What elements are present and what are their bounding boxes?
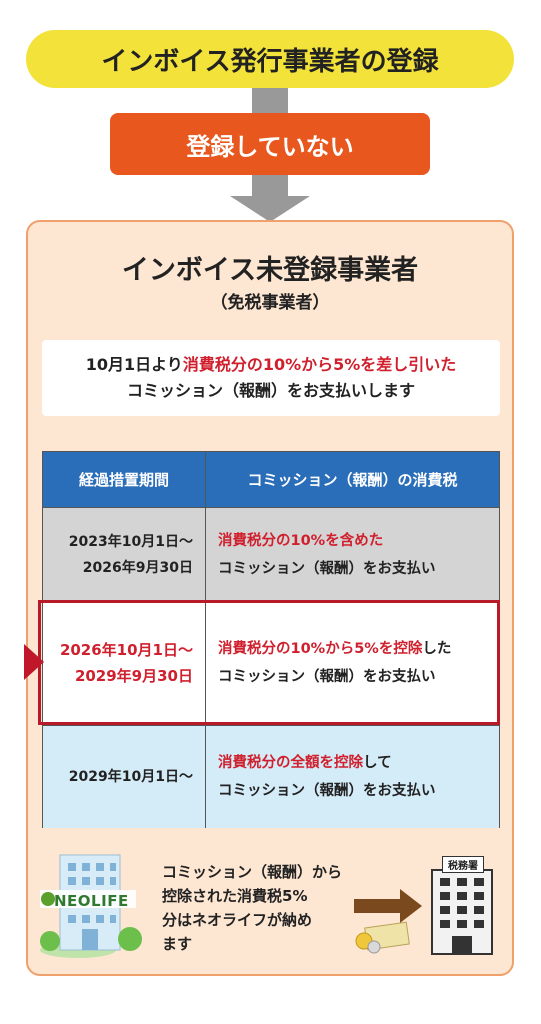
tax-highlight: 消費税分の10%を含めた — [218, 533, 384, 549]
current-period-pointer-icon — [24, 644, 44, 680]
notice-line-2: コミッション（報酬）をお支払いします — [126, 381, 415, 400]
table-row: 2029年10月1日〜 消費税分の全額を控除して コミッション（報酬）をお支払い — [43, 725, 499, 828]
footer-line-2: 控除された消費税5% — [162, 887, 308, 905]
not-registered-box: 登録していない — [110, 113, 430, 175]
flow-arrow-head — [230, 196, 310, 222]
table-header-period: 経過措置期間 — [43, 452, 205, 507]
period-cell: 2023年10月1日〜 2026年9月30日 — [43, 508, 205, 602]
tax-line-2: コミッション（報酬）をお支払い — [218, 669, 436, 685]
notice-line-1: 10月1日より消費税分の10%から5%を差し引いた — [42, 352, 500, 378]
tax-suffix: して — [363, 755, 392, 771]
registration-title: インボイス発行事業者の登録 — [101, 46, 439, 77]
period-start: 2023年10月1日〜 — [68, 534, 193, 550]
payment-arrow-icon — [354, 889, 422, 954]
tax-suffix: した — [422, 641, 452, 657]
tax-cell: 消費税分の全額を控除して コミッション（報酬）をお支払い — [205, 726, 499, 828]
period-cell: 2026年10月1日〜 2029年9月30日 — [43, 602, 205, 724]
neolife-logo: NEOLIFE — [54, 892, 129, 910]
current-period-highlight — [38, 600, 500, 725]
footer-line-3: 分はネオライフが納め — [162, 911, 313, 929]
footer-line-1: コミッション（報酬）から — [162, 863, 343, 881]
notice-box: 10月1日より消費税分の10%から5%を差し引いた コミッション（報酬）をお支払… — [42, 340, 500, 416]
period-cell: 2029年10月1日〜 — [43, 726, 205, 828]
table-header-tax: コミッション（報酬）の消費税 — [205, 452, 499, 507]
tax-highlight: 消費税分の10%から5%を控除 — [218, 641, 423, 657]
period-end: 2026年9月30日 — [82, 560, 193, 576]
tax-line-2: コミッション（報酬）をお支払い — [218, 783, 436, 799]
neolife-building-icon — [40, 854, 142, 958]
panel-title: インボイス未登録事業者 — [121, 255, 419, 286]
tax-office-building-icon — [431, 869, 493, 955]
table-row: 2023年10月1日〜 2026年9月30日 消費税分の10%を含めた コミッシ… — [43, 507, 499, 602]
table-row: 2026年10月1日〜 2029年9月30日 消費税分の10%から5%を控除した… — [43, 602, 499, 724]
notice-date: 10月1日より — [85, 355, 183, 374]
registration-banner: インボイス発行事業者の登録 — [26, 30, 514, 88]
footer-note: コミッション（報酬）から 控除された消費税5% 分はネオライフが納め ます — [162, 860, 362, 956]
period-end: 2029年9月30日 — [74, 667, 193, 685]
panel-subtitle: （免税事業者） — [210, 293, 330, 313]
footer-line-4: ます — [162, 935, 193, 953]
tax-line-2: コミッション（報酬）をお支払い — [218, 561, 436, 577]
not-registered-label: 登録していない — [186, 132, 354, 161]
flow-arrow-stem-2 — [252, 175, 288, 197]
tax-highlight: 消費税分の全額を控除 — [218, 755, 363, 771]
tax-office-sign: 税務署 — [442, 856, 484, 873]
transition-table: 経過措置期間 コミッション（報酬）の消費税 2023年10月1日〜 2026年9… — [42, 451, 500, 828]
period-start: 2026年10月1日〜 — [59, 641, 193, 659]
tax-cell: 消費税分の10%を含めた コミッション（報酬）をお支払い — [205, 508, 499, 602]
notice-highlight: 消費税分の10%から5%を差し引いた — [182, 355, 457, 374]
flow-arrow-stem-1 — [252, 88, 288, 113]
tax-cell: 消費税分の10%から5%を控除した コミッション（報酬）をお支払い — [205, 602, 499, 724]
period-start: 2029年10月1日〜 — [68, 769, 193, 785]
